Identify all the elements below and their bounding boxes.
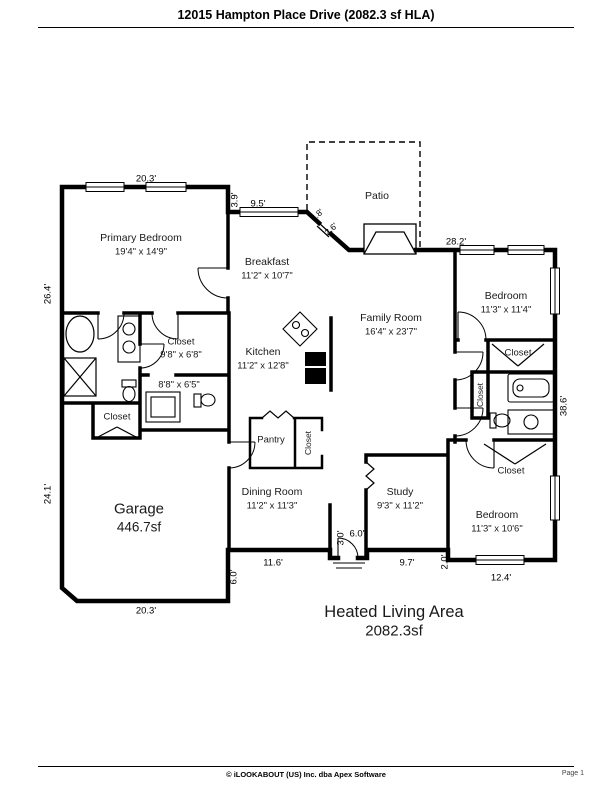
dim-label-garage-20-3: 20.3': [135, 605, 157, 617]
room-label-closet-right-top: Closet: [504, 347, 532, 359]
room-label-pantry: Pantry: [257, 434, 285, 446]
pantry-bifold-door-symbol: [261, 410, 295, 419]
room-dims-breakfast: 11'2" x 10'7": [241, 270, 293, 282]
room-label-closet-right-bottom: Closet: [497, 465, 525, 477]
dim-label-bedroom-12-4: 12.4': [490, 572, 512, 584]
closet-door-symbols: [97, 222, 547, 465]
bathtub-symbol-right: [507, 373, 555, 403]
pantry-walls: [248, 416, 324, 470]
patio-outline: [306, 141, 421, 248]
footer-divider: [38, 766, 574, 767]
dim-label-step-3-9: 3.9': [229, 192, 241, 208]
room-label-bedroom-bottom: Bedroom: [475, 508, 519, 521]
fireplace-symbol: [363, 223, 417, 255]
dim-label-breakfast-9-5: 9.5': [250, 198, 266, 210]
range-appliance-symbol: [305, 352, 326, 384]
toilet-symbol-hall-bath: [193, 393, 216, 408]
dim-label-step-2-0: 2.0': [439, 554, 451, 570]
room-dims-primary-bedroom: 19'4" x 14'9": [114, 246, 168, 258]
title-divider: [38, 27, 574, 28]
dim-label-left-26-4: 26.4': [42, 283, 54, 305]
kitchen-sink-symbol: [282, 311, 318, 347]
room-dims-family-room: 16'4" x 23'7": [364, 326, 418, 338]
shower-symbol: [63, 357, 97, 397]
dim-label-entry-3-0: 3.0': [335, 530, 347, 546]
room-area-garage: 446.7sf: [116, 519, 162, 535]
dim-label-entry-6-0: 6.0': [349, 528, 365, 540]
room-label-closet-primary: Closet: [167, 336, 195, 348]
dim-label-study-9-7: 9.7': [399, 557, 415, 569]
shower-symbol-hall-bath: [145, 391, 181, 423]
dim-label-right-top-28-2: 28.2': [445, 236, 467, 248]
room-label-primary-bedroom: Primary Bedroom: [100, 231, 182, 244]
room-dims-hall-bath: 8'8" x 6'5": [158, 379, 200, 391]
vanity-symbol-right: [507, 409, 556, 435]
room-dims-study: 9'3" x 11'2": [376, 500, 424, 512]
room-label-family-room: Family Room: [360, 311, 422, 324]
room-label-patio: Patio: [365, 189, 389, 202]
room-dims-bedroom-top: 11'3" x 11'4": [480, 304, 532, 316]
dim-label-top-20-3: 20.3': [135, 173, 157, 185]
hla-label: Heated Living Area: [324, 602, 464, 621]
footer-copyright: © iLOOKABOUT (US) Inc. dba Apex Software: [226, 770, 386, 779]
room-label-breakfast: Breakfast: [244, 255, 290, 268]
door-arc-symbols: [97, 267, 495, 559]
room-label-kitchen: Kitchen: [245, 345, 281, 358]
bathtub-oval-symbol: [65, 315, 95, 353]
room-dims-kitchen: 11'2" x 12'8": [237, 360, 289, 372]
room-dims-bedroom-bottom: 11'3" x 10'6": [471, 523, 523, 535]
room-label-bedroom-top: Bedroom: [484, 289, 528, 302]
page-title: 12015 Hampton Place Drive (2082.3 sf HLA…: [177, 8, 435, 22]
room-label-study: Study: [386, 485, 414, 498]
vanity-sinks-symbol: [117, 315, 141, 363]
entry-steps-symbol: [333, 562, 365, 569]
room-dims-dining-room: 11'2" x 11'3": [246, 500, 298, 512]
toilet-symbol-left: [121, 379, 137, 403]
room-label-dining-room: Dining Room: [241, 485, 303, 498]
room-label-closet-right-mid: Closet: [474, 382, 485, 408]
dim-label-dining-11-6: 11.6': [263, 557, 283, 569]
hla-value: 2082.3sf: [365, 622, 423, 640]
room-label-closet-hall: Closet: [103, 411, 131, 423]
door-leaf-symbols: [97, 267, 495, 558]
toilet-symbol-right: [489, 412, 511, 429]
study-bifold-door-symbol: [365, 461, 375, 491]
dim-label-left-24-1: 24.1': [42, 483, 54, 505]
window-symbols: [85, 182, 560, 565]
room-label-garage: Garage: [113, 500, 165, 518]
interior-walls: [60, 210, 557, 562]
footer-page-number: Page 1: [561, 770, 584, 777]
dim-label-right-38-6: 38.6': [558, 395, 570, 417]
dim-label-garage-6-0: 6.0': [228, 569, 240, 585]
room-label-closet-pantry: Closet: [302, 430, 313, 456]
room-dims-closet-primary: 9'8" x 6'8": [160, 349, 202, 361]
